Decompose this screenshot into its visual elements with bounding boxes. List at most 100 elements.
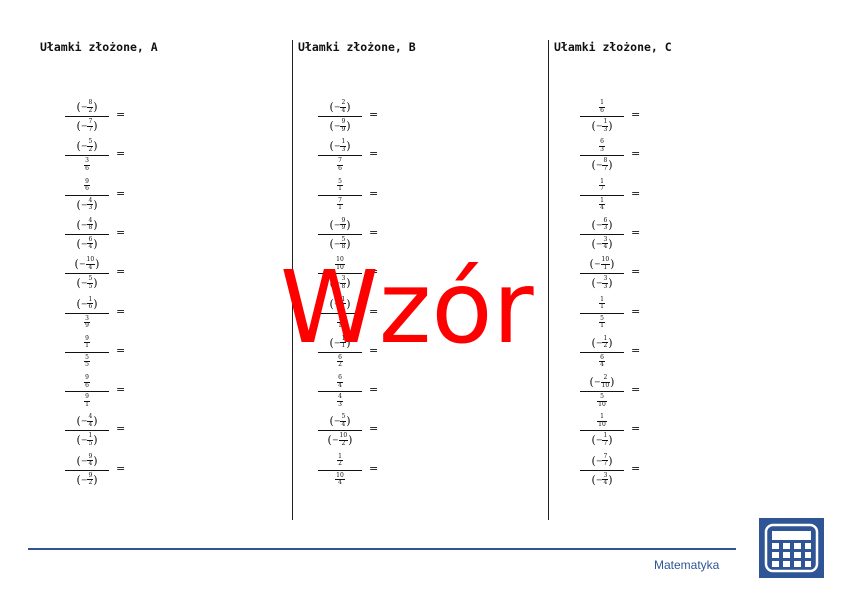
inner-numerator: 7: [337, 196, 343, 206]
minus-sign: −: [80, 239, 88, 249]
fraction-bar: [318, 430, 362, 432]
inner-numerator: 5: [340, 235, 347, 245]
paren-close: ): [93, 198, 98, 212]
inner-denominator: 10: [601, 381, 610, 389]
minus-sign: −: [80, 299, 88, 308]
fraction-bar: [580, 194, 624, 196]
watermark-text: Wzór: [280, 249, 534, 366]
minus-sign: −: [80, 435, 88, 445]
inner-numerator: 4: [337, 393, 343, 402]
inner-denominator: 10: [598, 420, 606, 428]
inner-denominator: 4: [603, 243, 608, 251]
equals-sign: =: [631, 304, 641, 318]
minus-sign: −: [595, 338, 603, 348]
inner-denominator: 6: [88, 303, 93, 310]
minus-sign: −: [78, 259, 86, 269]
equals-sign: =: [116, 461, 126, 475]
minus-sign: −: [593, 377, 601, 387]
equals-sign: =: [631, 265, 641, 279]
inner-denominator: 3: [603, 125, 608, 133]
inner-numerator: 3: [602, 275, 609, 284]
inner-numerator: 1: [602, 118, 609, 127]
inner-numerator: 5: [84, 353, 90, 363]
equals-sign: =: [631, 108, 641, 121]
fraction-bar: [580, 351, 624, 353]
minus-sign: −: [333, 102, 341, 112]
fraction-bar: [580, 469, 624, 471]
fraction-bar: [580, 233, 624, 235]
inner-denominator: 2: [338, 361, 342, 369]
inner-denominator: 6: [85, 164, 89, 172]
paren-open: (: [591, 473, 596, 487]
minus-sign: −: [333, 220, 341, 230]
equals-sign: =: [369, 108, 379, 121]
fraction-bar: [65, 351, 109, 353]
inner-numerator: 6: [599, 138, 605, 147]
inner-denominator: 1: [603, 263, 608, 271]
paren-close: ): [346, 414, 351, 428]
paren-close: ): [346, 237, 351, 251]
equals-sign: =: [631, 186, 641, 200]
paren-close: ): [346, 100, 351, 114]
fraction-bar: [318, 469, 362, 471]
minus-sign: −: [595, 220, 603, 230]
inner-numerator: 1: [87, 295, 94, 304]
paren-open: (: [591, 158, 596, 172]
fraction-bar: [65, 273, 109, 275]
paren-close: ): [93, 218, 98, 232]
fraction-bar: [580, 273, 624, 275]
inner-denominator: 7: [600, 185, 604, 193]
paren-close: ): [608, 158, 613, 172]
equals-sign: =: [369, 304, 379, 318]
inner-numerator: 9: [84, 374, 90, 383]
inner-numerator: 1: [602, 334, 609, 344]
paren-open: (: [591, 433, 596, 447]
inner-numerator: 5: [597, 394, 607, 402]
equals-sign: =: [116, 147, 126, 161]
minus-sign: −: [333, 121, 341, 131]
equals-sign: =: [116, 422, 126, 436]
fraction-bar: [580, 430, 624, 432]
minus-sign: −: [595, 239, 603, 249]
paren-open: (: [591, 218, 596, 232]
equals-sign: =: [369, 461, 379, 475]
